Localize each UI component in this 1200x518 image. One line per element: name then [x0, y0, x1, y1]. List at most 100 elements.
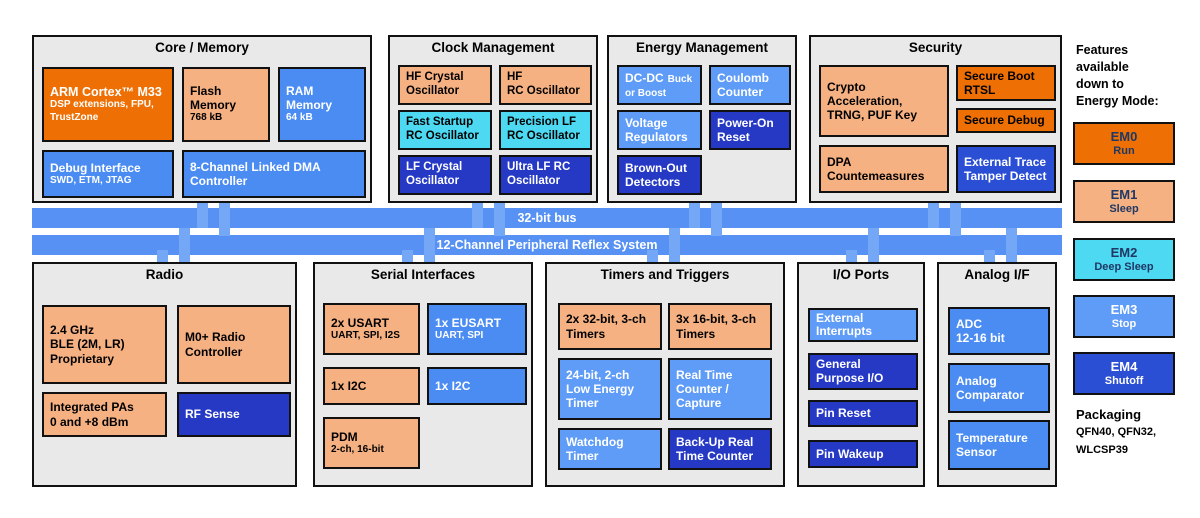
- block-adc: ADC 12-16 bit: [948, 307, 1050, 355]
- block-rf-sense: RF Sense: [177, 392, 291, 437]
- block-m0-radio-controller: M0+ Radio Controller: [177, 305, 291, 384]
- section-clock-management: Clock Management HF Crystal Oscillator H…: [388, 35, 598, 203]
- block-crypto-acceleration: Crypto Acceleration, TRNG, PUF Key: [819, 65, 949, 137]
- block-subtitle: or Boost: [625, 88, 667, 100]
- block-i2c-peach: 1x I2C: [323, 367, 420, 405]
- legend-em-label: EM0: [1110, 129, 1138, 145]
- legend-em0-run: EM0 Run: [1073, 122, 1175, 165]
- block-debug-interface: Debug Interface SWD, ETM, JTAG: [42, 150, 174, 198]
- bus-connector: [928, 203, 939, 228]
- block-subtitle: Buck: [667, 74, 693, 86]
- section-title: Radio: [145, 267, 184, 282]
- section-title: I/O Ports: [832, 267, 890, 282]
- block-title: Voltage Regulators: [625, 115, 688, 144]
- legend-em-sublabel: Sleep: [1109, 202, 1139, 215]
- block-title: 24-bit, 2-ch Low Energy Timer: [566, 367, 635, 411]
- block-general-purpose-io: General Purpose I/O: [808, 353, 918, 390]
- bus-connector: [846, 250, 857, 263]
- block-title: Analog Comparator: [956, 373, 1025, 402]
- section-analog-if: Analog I/F ADC 12-16 bit Analog Comparat…: [937, 262, 1057, 487]
- section-title: Core / Memory: [155, 40, 249, 55]
- block-32bit-timers: 2x 32-bit, 3-ch Timers: [558, 303, 662, 350]
- bus-connector: [472, 203, 483, 228]
- block-title: 1x EUSART: [435, 315, 502, 330]
- block-hf-crystal-oscillator: HF Crystal Oscillator: [398, 65, 492, 105]
- block-title: ADC 12-16 bit: [956, 316, 1005, 345]
- block-eusart: 1x EUSART UART, SPI: [427, 303, 527, 355]
- block-title: External Trace Tamper Detect: [964, 154, 1047, 183]
- block-title: 1x I2C: [435, 378, 471, 393]
- block-title: Integrated PAs 0 and +8 dBm: [50, 400, 134, 429]
- legend-em-label: EM3: [1110, 302, 1138, 318]
- section-serial-interfaces: Serial Interfaces 2x USART UART, SPI, I2…: [313, 262, 533, 487]
- bus-reflex-system: 12-Channel Peripheral Reflex System: [32, 235, 1062, 255]
- block-subtitle: DSP extensions, FPU, TrustZone: [50, 99, 154, 123]
- legend-em2-deep-sleep: EM2 Deep Sleep: [1073, 238, 1175, 281]
- block-lf-crystal-oscillator: LF Crystal Oscillator: [398, 155, 492, 195]
- block-title: DPA Countemeasures: [827, 154, 925, 183]
- block-analog-comparator: Analog Comparator: [948, 363, 1050, 413]
- block-coulomb-counter: Coulomb Counter: [709, 65, 791, 105]
- block-title: RAM Memory: [286, 84, 333, 113]
- bus-connector: [197, 203, 208, 228]
- block-hf-rc-oscillator: HF RC Oscillator: [499, 65, 592, 105]
- block-subtitle: 64 kB: [286, 112, 313, 124]
- block-title: Temperature Sensor: [956, 430, 1028, 459]
- bus-reflex-system-label: 12-Channel Peripheral Reflex System: [436, 238, 658, 252]
- block-external-trace-tamper-detect: External Trace Tamper Detect: [956, 145, 1056, 193]
- section-title: Analog I/F: [964, 267, 1030, 282]
- bus-connector: [868, 228, 879, 263]
- block-title: 8-Channel Linked DMA Controller: [190, 159, 321, 188]
- packaging-list: QFN40, QFN32, WLCSP39: [1076, 426, 1157, 456]
- block-title: Back-Up Real Time Counter: [676, 434, 754, 463]
- legend-em-label: EM1: [1110, 187, 1138, 203]
- block-subtitle: UART, SPI: [435, 329, 484, 341]
- legend-em4-shutoff: EM4 Shutoff: [1073, 352, 1175, 395]
- block-secure-debug: Secure Debug: [956, 108, 1056, 133]
- block-title: Debug Interface: [50, 160, 141, 175]
- block-external-interrupts: External Interrupts: [808, 308, 918, 342]
- legend-em-sublabel: Shutoff: [1104, 374, 1144, 387]
- block-title: 2x 32-bit, 3-ch Timers: [566, 312, 647, 341]
- block-subtitle: 2-ch, 16-bit: [331, 443, 384, 455]
- block-temperature-sensor: Temperature Sensor: [948, 420, 1050, 470]
- section-title: Security: [908, 40, 963, 55]
- block-watchdog-timer: Watchdog Timer: [558, 428, 662, 470]
- bus-connector: [157, 250, 168, 263]
- block-title: Secure Debug: [964, 113, 1045, 128]
- block-title: M0+ Radio Controller: [185, 330, 246, 359]
- block-low-energy-timer: 24-bit, 2-ch Low Energy Timer: [558, 358, 662, 420]
- block-subtitle: SWD, ETM, JTAG: [50, 174, 132, 186]
- block-title: Power-On Reset: [717, 115, 774, 144]
- block-pin-wakeup: Pin Wakeup: [808, 440, 918, 468]
- block-secure-boot-rtsl: Secure Boot RTSL: [956, 65, 1056, 101]
- block-precision-lf-rc-oscillator: Precision LF RC Oscillator: [499, 110, 592, 150]
- block-title: 3x 16-bit, 3-ch Timers: [676, 312, 757, 341]
- bus-connector: [424, 228, 435, 263]
- block-voltage-regulators: Voltage Regulators: [617, 110, 702, 150]
- section-title: Serial Interfaces: [370, 267, 476, 282]
- block-brown-out-detectors: Brown-Out Detectors: [617, 155, 702, 195]
- bus-connector: [711, 203, 722, 236]
- bus-connector: [669, 228, 680, 263]
- block-integrated-pas: Integrated PAs 0 and +8 dBm: [42, 392, 167, 437]
- block-power-on-reset: Power-On Reset: [709, 110, 791, 150]
- block-title: Ultra LF RC Oscillator: [507, 161, 571, 187]
- section-radio: Radio 2.4 GHz BLE (2M, LR) Proprietary M…: [32, 262, 297, 487]
- block-title: 2.4 GHz BLE (2M, LR) Proprietary: [50, 323, 125, 366]
- block-title: Pin Reset: [816, 406, 871, 421]
- bus-connector: [647, 250, 658, 263]
- bus-32bit: 32-bit bus: [32, 208, 1062, 228]
- bus-connector: [689, 203, 700, 228]
- bus-connector: [950, 203, 961, 236]
- block-title: External Interrupts: [816, 310, 873, 338]
- packaging-info: Packaging QFN40, QFN32, WLCSP39: [1076, 407, 1194, 459]
- bus-connector: [494, 203, 505, 236]
- block-title: Watchdog Timer: [566, 434, 624, 463]
- block-arm-cortex-m33: ARM Cortex™ M33 DSP extensions, FPU, Tru…: [42, 67, 174, 142]
- section-io-ports: I/O Ports External Interrupts General Pu…: [797, 262, 925, 487]
- legend-em1-sleep: EM1 Sleep: [1073, 180, 1175, 223]
- block-dpa-countermeasures: DPA Countemeasures: [819, 145, 949, 193]
- block-title: Brown-Out Detectors: [625, 160, 687, 189]
